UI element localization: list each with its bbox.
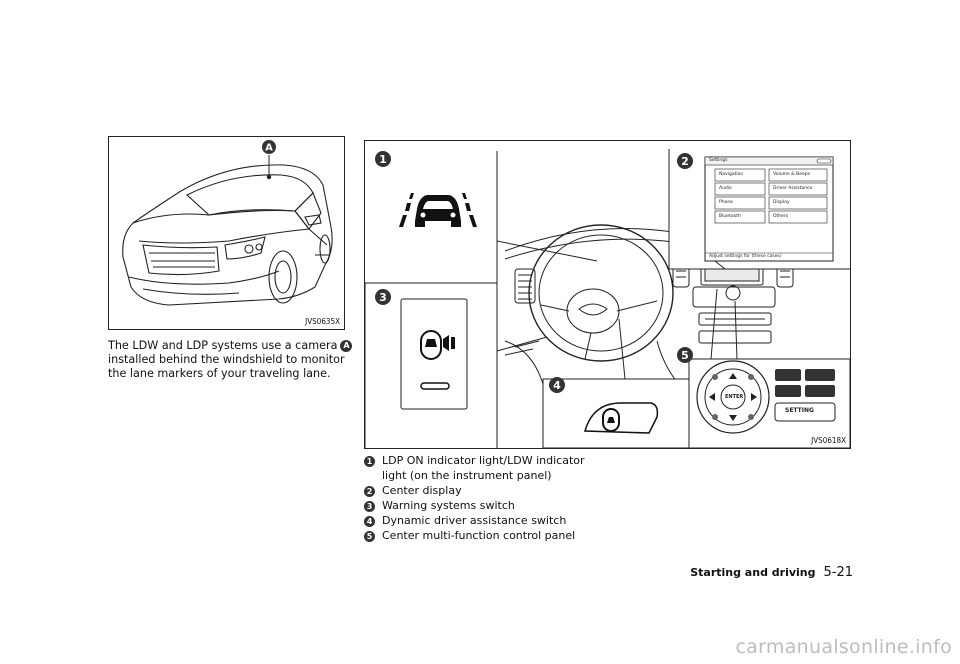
legend-text-cont: light (on the instrument panel): [382, 469, 552, 482]
callout-2-icon: 2: [677, 153, 693, 169]
svg-text:3: 3: [379, 291, 387, 304]
setting-label: SETTING: [785, 407, 814, 414]
svg-text:5: 5: [681, 349, 689, 362]
cockpit-figure: 1 2 3 4 5 Settings Navigation Audio Phon…: [364, 140, 851, 449]
menu-item-others: Others: [773, 214, 789, 219]
figure-code-left: JVS0635X: [305, 317, 340, 326]
legend-item: 5 Center multi-function control panel: [364, 528, 684, 543]
menu-item-volume: Volume & Beeps: [773, 172, 810, 177]
page-number: 5-21: [823, 565, 853, 580]
legend-item: 1 LDP ON indicator light/LDW indicator li…: [364, 453, 684, 483]
callout-1-icon: 1: [375, 151, 391, 167]
legend-number-1: 1: [364, 456, 375, 467]
callout-5-icon: 5: [677, 347, 693, 363]
watermark: carmanualsonline.info: [735, 636, 952, 658]
ldw-indicator-icon: [399, 193, 477, 227]
callout-a-icon: A: [262, 140, 276, 154]
hard-key-buttons: [774, 369, 836, 422]
control-knob-icon: [696, 360, 770, 434]
callout-a-icon: A: [340, 340, 353, 352]
legend-text: Warning systems switch: [382, 499, 515, 512]
menu-item-phone: Phone: [719, 200, 733, 205]
callout-4-icon: 4: [549, 377, 565, 393]
menu-item-driver-assistance: Driver Assistance: [773, 186, 813, 191]
svg-text:A: A: [265, 143, 273, 154]
settings-title: Settings: [709, 158, 728, 163]
legend-text: Dynamic driver assistance switch: [382, 514, 567, 527]
svg-text:4: 4: [553, 379, 561, 392]
menu-item-navigation: Navigation: [719, 172, 744, 177]
vehicle-illustration: A: [122, 140, 333, 306]
section-title: Starting and driving: [690, 566, 816, 579]
svg-text:1: 1: [379, 153, 387, 166]
caption-line-2: installed behind the windshield to monit…: [108, 353, 345, 366]
legend-text: Center multi-function control panel: [382, 529, 576, 542]
legend-number-5: 5: [364, 531, 375, 542]
figure-code-right: JVS0618X: [811, 436, 846, 445]
legend-text: Center display: [382, 484, 462, 497]
legend-item: 2 Center display: [364, 483, 684, 498]
vehicle-figure: A JVS0635X: [108, 136, 345, 330]
legend-text: LDP ON indicator light/LDW indicator: [382, 454, 585, 467]
svg-text:2: 2: [681, 155, 689, 168]
callout-legend: 1 LDP ON indicator light/LDW indicator li…: [364, 453, 684, 543]
legend-number-2: 2: [364, 486, 375, 497]
caption-line-1: The LDW and LDP systems use a camera: [108, 339, 338, 352]
legend-item: 4 Dynamic driver assistance switch: [364, 513, 684, 528]
menu-item-display: Display: [773, 200, 790, 205]
enter-label: ENTER: [725, 394, 744, 400]
warning-switch-icon: [420, 330, 455, 390]
page-footer: Starting and driving 5-21: [690, 565, 853, 580]
legend-number-4: 4: [364, 516, 375, 527]
callout-3-icon: 3: [375, 289, 391, 305]
legend-number-3: 3: [364, 501, 375, 512]
dda-switch-icon: [584, 402, 659, 434]
caption-line-3: the lane markers of your traveling lane.: [108, 367, 331, 380]
settings-footer: Adjust settings for (these cases): [709, 254, 782, 259]
legend-item: 3 Warning systems switch: [364, 498, 684, 513]
cockpit-illustration: 1 2 3 4 5: [364, 149, 851, 449]
menu-item-bluetooth: Bluetooth: [719, 214, 741, 219]
menu-item-audio: Audio: [719, 186, 732, 191]
